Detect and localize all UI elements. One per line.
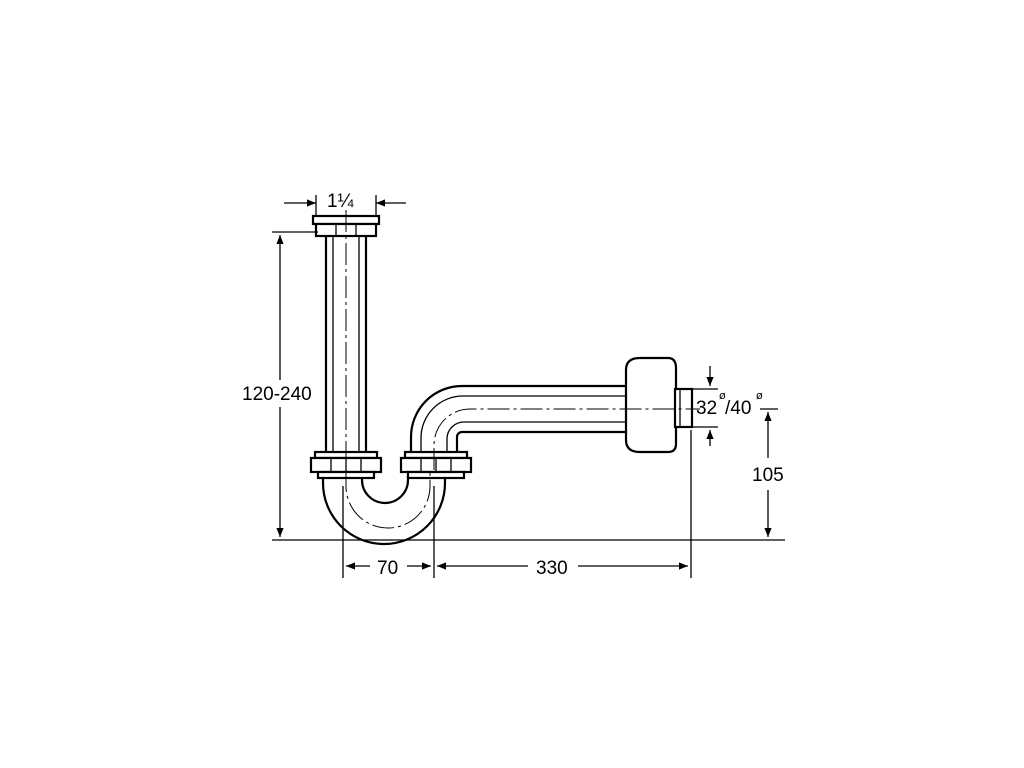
right-nut xyxy=(399,450,473,480)
diameter-large-label: /40 xyxy=(725,398,751,419)
dimension-lines xyxy=(272,195,785,578)
wall-rosette xyxy=(624,356,678,454)
outlet-length-label: 330 xyxy=(536,558,568,579)
trap-body xyxy=(309,214,694,546)
thread-size-label: 1¼ xyxy=(327,191,355,212)
height-range-label: 120-240 xyxy=(242,384,312,405)
outlet-height-label: 105 xyxy=(752,465,784,486)
outlet-stub xyxy=(673,387,694,429)
diameter-small-label: 32 xyxy=(696,398,717,419)
diameter-symbol-large: ø xyxy=(756,389,763,402)
center-lines xyxy=(345,210,700,529)
offset-70-label: 70 xyxy=(377,558,398,579)
diameter-symbol-small: ø xyxy=(719,389,726,402)
outlet-arm xyxy=(409,384,633,458)
u-bend xyxy=(321,474,447,546)
